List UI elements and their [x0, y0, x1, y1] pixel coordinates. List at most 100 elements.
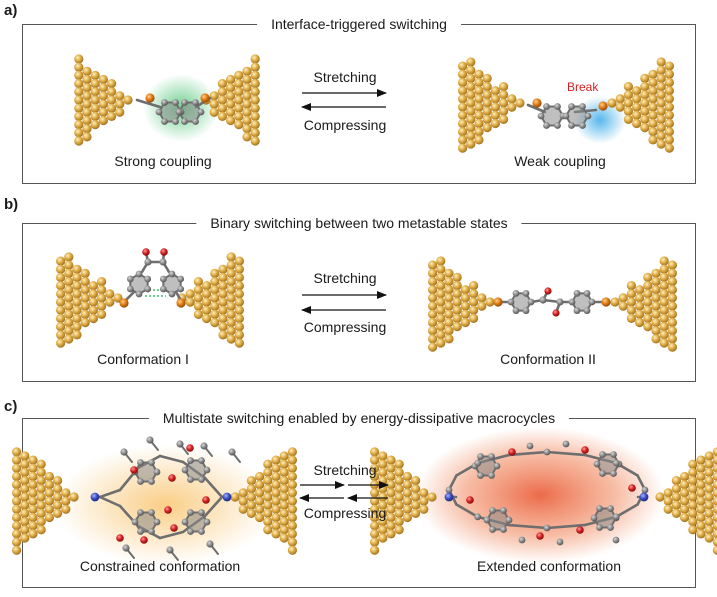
constrained-caption: Constrained conformation — [79, 558, 241, 574]
gold-electrode-a2-left — [458, 57, 525, 153]
carbon-atom — [474, 459, 482, 467]
gold-atom — [246, 508, 256, 518]
oxygen-atom — [140, 536, 148, 544]
gold-electrode-c2-right — [655, 447, 717, 555]
gold-atom — [44, 496, 55, 506]
chemical-bond — [526, 103, 547, 114]
gold-atom — [80, 268, 90, 278]
gold-atom — [185, 289, 195, 299]
carbon-atom — [488, 453, 495, 460]
gold-atom — [234, 264, 244, 274]
gold-atom — [105, 289, 115, 299]
oxygen-atom — [544, 287, 552, 295]
carbon-atom — [641, 486, 649, 494]
chemical-bond — [455, 503, 480, 519]
gold-atom — [218, 313, 228, 324]
gold-atom — [688, 459, 698, 469]
carbon-atom — [168, 270, 176, 278]
chemical-bond — [98, 488, 122, 499]
gold-atom — [56, 338, 66, 348]
carbon-atom — [198, 509, 205, 516]
gold-atom — [656, 139, 666, 149]
gold-atom — [242, 115, 252, 126]
carbon-atom — [166, 546, 174, 554]
gold-atom — [452, 322, 462, 332]
gold-atom — [210, 285, 220, 295]
gold-atom — [712, 529, 717, 539]
gold-atom — [671, 508, 682, 518]
gold-atom — [210, 268, 220, 278]
gold-electrode-a2-right — [607, 57, 675, 153]
gold-atom — [507, 94, 517, 104]
gold-atom — [618, 293, 628, 303]
gold-atom — [287, 480, 297, 490]
gold-atom — [370, 545, 380, 555]
carbon-atom — [596, 524, 603, 531]
gold-atom — [386, 471, 396, 482]
gold-atom — [242, 74, 252, 85]
gold-atom — [64, 277, 74, 287]
gold-atom — [655, 492, 665, 502]
gold-atom — [263, 484, 273, 494]
gold-atom — [635, 317, 645, 328]
gold-atom — [12, 496, 22, 506]
gold-atom — [651, 268, 661, 278]
gold-atom — [263, 517, 273, 527]
gold-atom — [234, 330, 244, 340]
gold-atom — [74, 62, 84, 72]
gold-atom — [615, 102, 625, 112]
carbon-atom — [568, 122, 575, 129]
gold-atom — [217, 87, 227, 97]
carbon-atom — [573, 307, 581, 315]
gold-atom — [287, 496, 297, 506]
gold-atom — [659, 281, 669, 291]
gold-atom — [712, 488, 717, 498]
gold-atom — [466, 139, 476, 149]
carbon-atom — [518, 536, 526, 544]
gold-atom — [370, 496, 380, 506]
gold-atom — [482, 123, 492, 133]
gold-atom — [411, 484, 421, 494]
gold-atom — [651, 285, 661, 295]
gold-atom — [370, 512, 380, 523]
gold-atom — [643, 322, 653, 332]
gold-atom — [490, 118, 500, 129]
gold-atom — [238, 496, 248, 506]
gold-atom — [202, 305, 212, 315]
gold-atom — [688, 500, 698, 510]
carbon-atom — [599, 451, 606, 458]
gold-electrode-b2-right — [610, 256, 678, 352]
gold-atom — [234, 79, 244, 89]
carbon-atom — [181, 518, 189, 526]
gold-atom — [56, 272, 66, 283]
gold-atom — [370, 504, 380, 514]
carbon-atom — [477, 472, 484, 479]
gold-atom — [72, 322, 82, 332]
gold-atom — [80, 277, 90, 287]
gold-atom — [12, 488, 22, 498]
gold-atom — [402, 480, 412, 490]
compressing-label-c: Compressing — [303, 505, 387, 521]
carbon-atom — [522, 307, 530, 315]
gold-atom — [226, 74, 236, 85]
gold-atom — [279, 476, 289, 486]
gold-atom — [105, 297, 115, 307]
coupling-glow-weak — [574, 96, 626, 144]
gold-atom — [499, 82, 509, 92]
gold-atom — [632, 110, 642, 120]
gold-atom — [458, 61, 468, 71]
gold-atom — [226, 268, 236, 278]
gold-atom — [64, 252, 74, 262]
sulfur-atom — [598, 101, 608, 111]
gold-atom — [712, 455, 717, 465]
gold-atom — [90, 120, 100, 130]
gold-atom — [640, 98, 650, 108]
gold-atom — [659, 338, 669, 348]
gold-atom — [659, 264, 669, 274]
carbon-atom — [568, 298, 576, 306]
gold-atom — [458, 102, 468, 112]
oxygen-atom — [168, 474, 176, 482]
gold-atom — [234, 103, 244, 113]
oxygen-atom — [160, 248, 168, 256]
gold-atom — [370, 455, 380, 465]
